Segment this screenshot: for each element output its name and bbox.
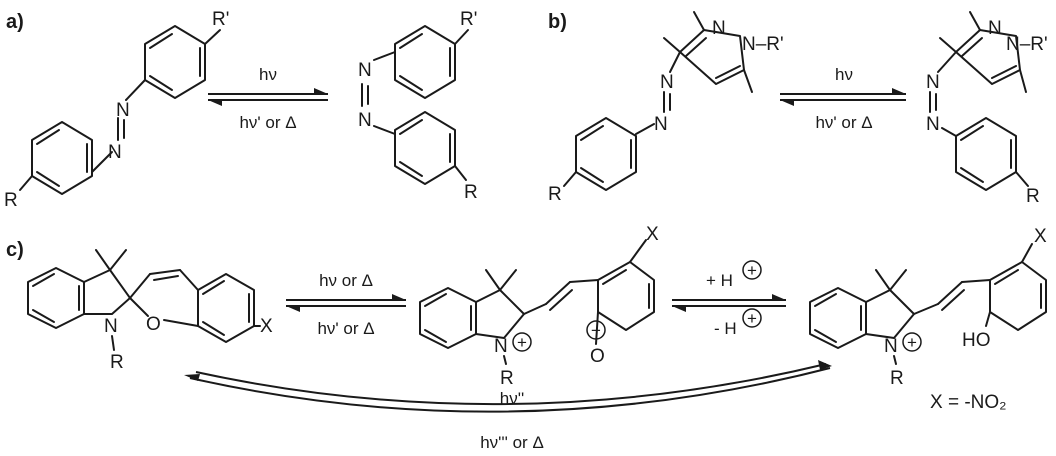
substituent-r: R [4, 190, 18, 211]
merocyanine: N + R X − O [419, 224, 659, 389]
substituent-r: R [548, 184, 562, 205]
protonated-merocyanine: N + R X HO [809, 226, 1047, 389]
panel-label-c: c) [6, 239, 24, 261]
azo-nitrogen: N [108, 142, 122, 163]
pyrazole-nitrogen: N [988, 18, 1002, 39]
condition-c1-reverse: hν' or Δ [317, 319, 374, 338]
proton-plus-icon [742, 260, 762, 280]
spiropyran: N R O X [27, 249, 273, 373]
substituent-x: X [1034, 226, 1047, 247]
condition-a-reverse: hν' or Δ [239, 113, 296, 132]
equilibrium-arrow-c2: + H + - H + [672, 260, 786, 338]
substituent-r: R [890, 368, 904, 389]
condition-c2-forward: + H [706, 271, 733, 290]
condition-c3-reverse: hν''' or Δ [480, 433, 544, 452]
phenolate-oxygen: O [590, 346, 605, 367]
substituent-r: R [110, 352, 124, 373]
cis-azobenzene: R' N N R [358, 9, 478, 203]
azo-nitrogen: N [926, 72, 940, 93]
positive-charge-icon [512, 332, 532, 352]
positive-charge: + [907, 333, 917, 352]
indoline-nitrogen: N [104, 316, 118, 337]
proton-minus-icon [742, 308, 762, 328]
substituent-r-prime: R' [460, 9, 477, 30]
panel-label-b: b) [548, 11, 567, 33]
trans-azobenzene: R' N N R [4, 9, 229, 211]
condition-c1-forward: hν or Δ [319, 271, 373, 290]
proton-minus-plus: + [747, 309, 757, 328]
x-definition-note: X = -NO₂ [930, 392, 1007, 413]
condition-c2-reverse: - H [714, 319, 737, 338]
azo-nitrogen: N [926, 114, 940, 135]
substituent-r-prime: R' [212, 9, 229, 30]
cis-arylazopyrazole: N N–R' N N R [926, 11, 1048, 207]
azo-nitrogen: N [358, 60, 372, 81]
equilibrium-arrow-c3: hν'' hν''' or Δ [184, 360, 832, 452]
trans-arylazopyrazole: N N–R' N N R [548, 11, 784, 205]
hydroxyl-group: HO [962, 330, 991, 351]
azo-nitrogen: N [660, 72, 674, 93]
positive-charge-icon [902, 332, 922, 352]
substituent-r: R [500, 368, 514, 389]
substituent-r: R [464, 182, 478, 203]
azo-nitrogen: N [654, 114, 668, 135]
substituent-x: X [260, 316, 273, 337]
substituent-x: X [646, 224, 659, 245]
pyrazole-n-substituent: N–R' [742, 34, 784, 55]
condition-b-reverse: hν' or Δ [815, 113, 872, 132]
indolium-nitrogen: N [494, 336, 508, 357]
equilibrium-arrow-b: hν hν' or Δ [780, 65, 906, 132]
indolium-nitrogen: N [884, 336, 898, 357]
panel-label-a: a) [6, 11, 24, 33]
pyrazole-nitrogen: N [712, 18, 726, 39]
substituent-r: R [1026, 186, 1040, 207]
azo-nitrogen: N [358, 110, 372, 131]
equilibrium-arrow-c1: hν or Δ hν' or Δ [286, 271, 406, 338]
equilibrium-arrow-a: hν hν' or Δ [208, 65, 328, 132]
pyran-oxygen: O [146, 314, 161, 335]
condition-a-forward: hν [259, 65, 277, 84]
proton-plus: + [747, 261, 757, 280]
condition-b-forward: hν [835, 65, 853, 84]
azo-nitrogen: N [116, 100, 130, 121]
pyrazole-n-substituent: N–R' [1006, 34, 1048, 55]
positive-charge: + [517, 333, 527, 352]
condition-c3-forward: hν'' [500, 389, 524, 408]
